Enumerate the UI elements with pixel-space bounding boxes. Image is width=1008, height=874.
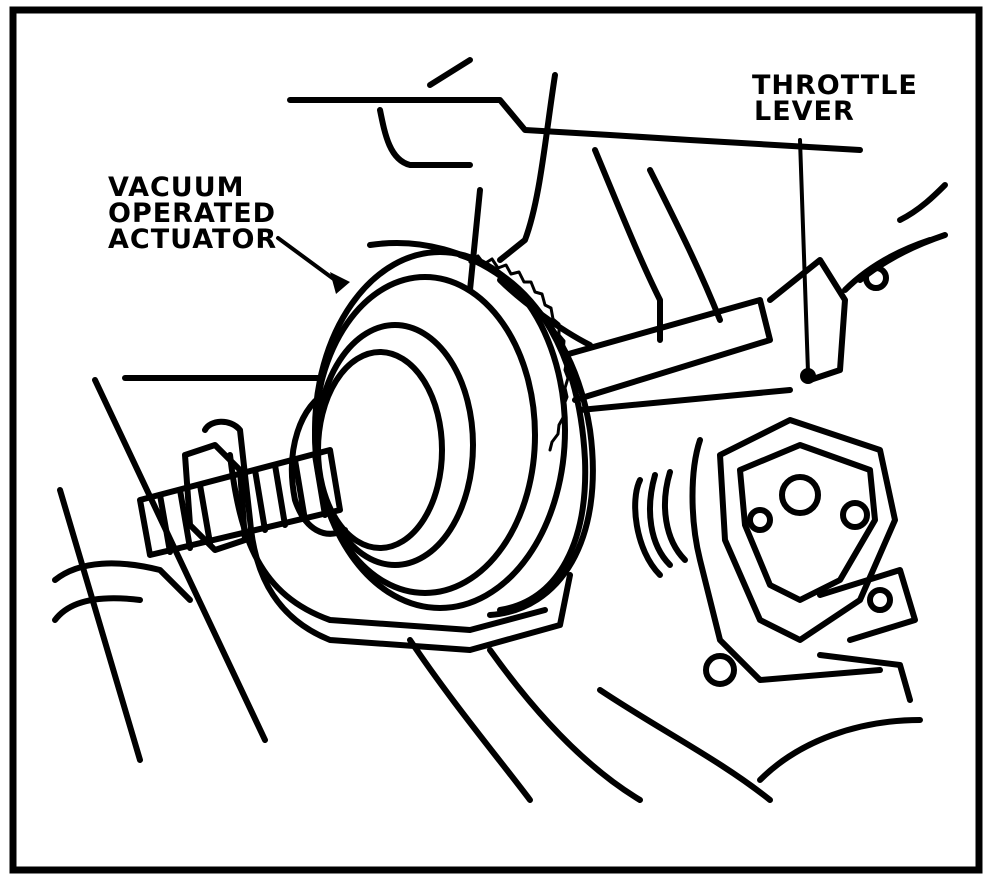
engine-housing-outline [287, 57, 863, 348]
lock-nut [182, 442, 248, 553]
throttle-label-line-1: THROTTLE [752, 70, 918, 101]
lower-housing-lines [407, 637, 923, 803]
figure-frame [9, 6, 983, 874]
throttle-label-line-2: LEVER [754, 96, 855, 127]
clamp-ring [468, 254, 570, 452]
actuator-label-line-3: ACTUATOR [108, 224, 278, 255]
actuator-label-line-1: VACUUM [108, 172, 245, 203]
actuator-leader-line [276, 236, 337, 282]
threaded-rod [137, 447, 343, 558]
throttle-leader-dot [800, 368, 816, 384]
carburetor-linkage [632, 417, 918, 703]
throttle-lever-part [767, 182, 948, 383]
actuator-label-line-2: OPERATED [108, 198, 277, 229]
vacuum-operated-actuator-label: VACUUM OPERATED ACTUATOR [108, 172, 278, 255]
throttle-lever-label: THROTTLE LEVER [752, 70, 918, 127]
actuator-housing [289, 240, 596, 618]
control-rod [562, 297, 793, 413]
actuator-leader-arrowhead [330, 272, 350, 294]
manifold-lines [52, 375, 323, 763]
throttle-leader-line [798, 138, 810, 374]
